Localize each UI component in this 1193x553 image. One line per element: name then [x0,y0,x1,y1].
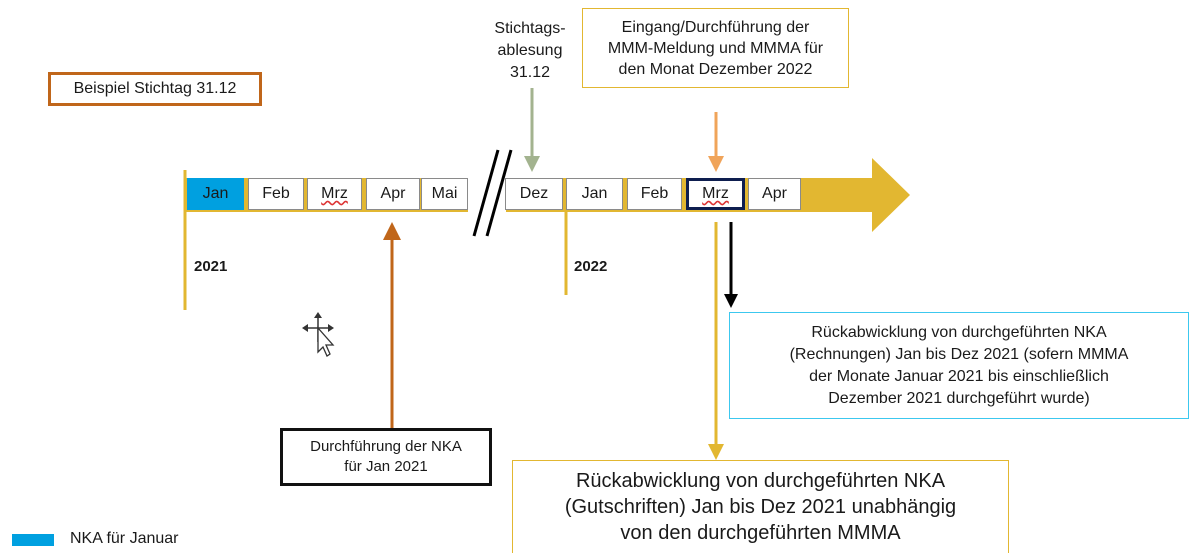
rechnungen-box: Rückabwicklung von durchgeführten NKA (R… [729,312,1189,419]
incoming-box: Eingang/Durchführung der MMM-Meldung und… [582,8,849,88]
rechnungen-arrow-head [724,294,738,308]
break-slash-1 [472,149,500,237]
month-mrz-2022: Mrz [686,178,745,210]
month-apr-2021: Apr [366,178,420,210]
year-2022-label: 2022 [574,258,608,275]
incoming-arrow-head [708,156,724,172]
month-mrz-2021: Mrz [307,178,362,210]
month-feb-2022: Feb [627,178,682,210]
legend-label: NKA für Januar [70,530,179,547]
nka-arrow-head [383,222,401,240]
month-jan-2022: Jan [566,178,623,210]
month-feb-2021: Feb [248,178,304,210]
month-mai-2021: Mai [421,178,468,210]
legend-swatch [12,534,54,546]
example-stichtag-box: Beispiel Stichtag 31.12 [48,72,262,106]
month-apr-2022: Apr [748,178,801,210]
timeline-break-gap [468,170,506,220]
gutschriften-arrow-head [708,444,724,460]
stichtag-arrow-head [524,156,540,172]
month-dez-2021: Dez [505,178,563,210]
month-jan-2021: Jan [187,178,244,210]
break-slash-2 [485,149,513,237]
gutschriften-box: Rückabwicklung von durchgeführten NKA (G… [512,460,1009,553]
stichtag-label: Stichtags- ablesung 31.12 [494,20,566,81]
move-cursor-icon [302,312,335,357]
nka-durchfuehrung-box: Durchführung der NKA für Jan 2021 [280,428,492,486]
year-2021-label: 2021 [194,258,228,275]
